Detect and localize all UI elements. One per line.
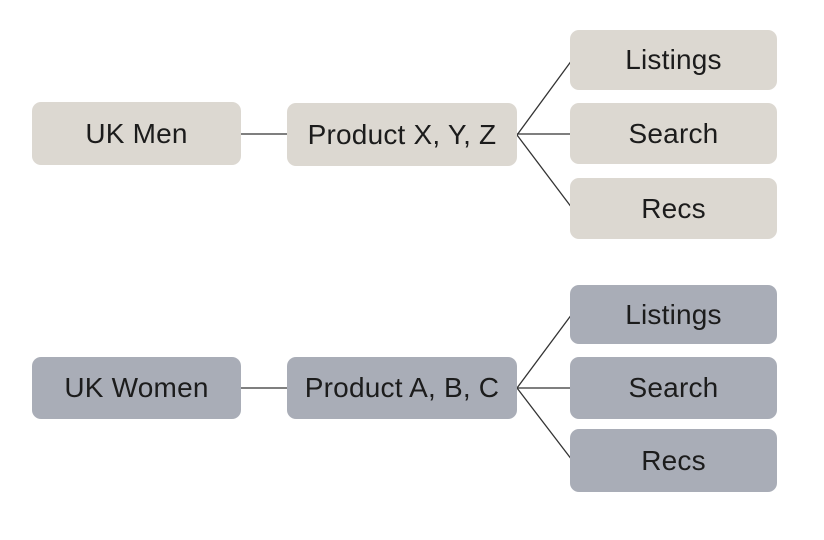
node-listings-men: Listings xyxy=(570,30,777,90)
node-uk-women: UK Women xyxy=(32,357,241,419)
connector-line xyxy=(516,134,573,209)
node-product-a-b-c: Product A, B, C xyxy=(287,357,517,419)
node-product-x-y-z: Product X, Y, Z xyxy=(287,103,517,166)
connector-line xyxy=(516,313,573,389)
connector-line xyxy=(516,59,573,136)
node-search-women: Search xyxy=(570,357,777,419)
node-uk-men: UK Men xyxy=(32,102,241,165)
connector-line xyxy=(516,387,573,461)
node-search-men: Search xyxy=(570,103,777,164)
node-recs-men: Recs xyxy=(570,178,777,239)
node-recs-women: Recs xyxy=(570,429,777,492)
node-listings-women: Listings xyxy=(570,285,777,344)
